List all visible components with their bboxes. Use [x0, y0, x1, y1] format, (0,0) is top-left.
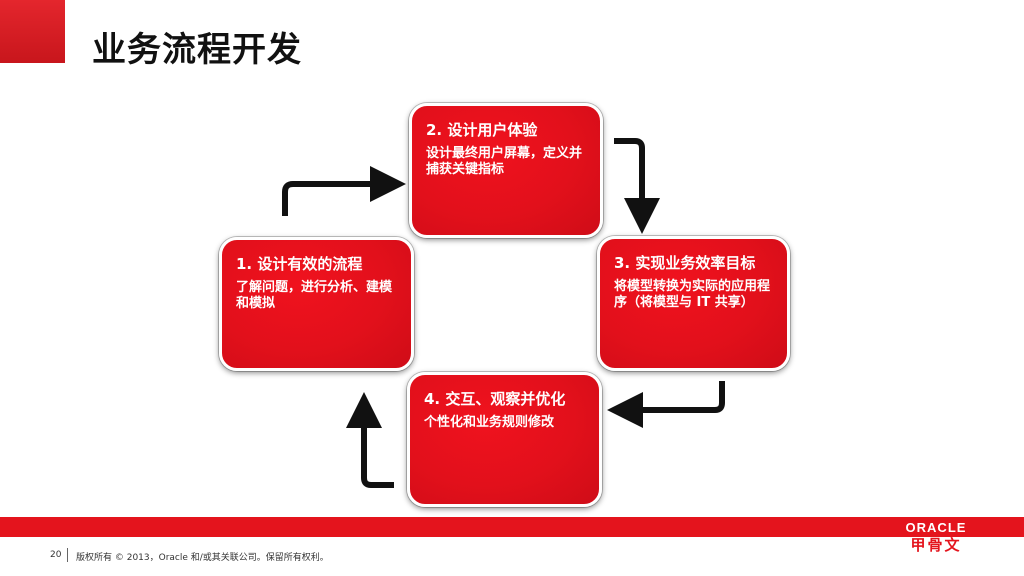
step-3-title: 3. 实现业务效率目标	[614, 254, 756, 272]
step-card-1: 1. 设计有效的流程 了解问题，进行分析、建模和模拟	[219, 237, 414, 371]
step-4-body: 个性化和业务规则修改	[424, 415, 555, 430]
step-card-3: 3. 实现业务效率目标 将模型转换为实际的应用程序（将模型与 IT 共享）	[597, 236, 790, 371]
logo-english: ORACLE	[905, 520, 967, 535]
logo-chinese: 甲骨文	[910, 536, 962, 554]
oracle-logo: ORACLE 甲骨文	[893, 520, 979, 554]
slide-title: 业务流程开发	[92, 30, 302, 70]
arrow-4-to-1	[346, 392, 394, 488]
arrow-1-to-2	[282, 166, 406, 216]
step-3-body: 将模型转换为实际的应用程序（将模型与 IT 共享）	[614, 279, 771, 310]
step-card-4: 4. 交互、观察并优化 个性化和业务规则修改	[407, 372, 602, 507]
step-2-title: 2. 设计用户体验	[426, 121, 538, 139]
footer-separator	[67, 548, 68, 562]
step-card-2: 2. 设计用户体验 设计最终用户屏幕，定义并捕获关键指标	[409, 103, 603, 238]
page-number: 20	[50, 550, 62, 560]
copyright-text: 版权所有 © 2013，Oracle 和/或其关联公司。保留所有权利。	[76, 553, 329, 563]
step-1-title: 1. 设计有效的流程	[236, 255, 363, 273]
footer-bar	[0, 517, 1024, 537]
arrow-2-to-3	[614, 138, 660, 234]
step-2-body: 设计最终用户屏幕，定义并捕获关键指标	[426, 146, 583, 177]
corner-accent	[0, 0, 65, 63]
step-1-body: 了解问题，进行分析、建模和模拟	[236, 280, 393, 311]
step-4-title: 4. 交互、观察并优化	[424, 390, 566, 408]
arrow-3-to-4	[607, 381, 725, 428]
